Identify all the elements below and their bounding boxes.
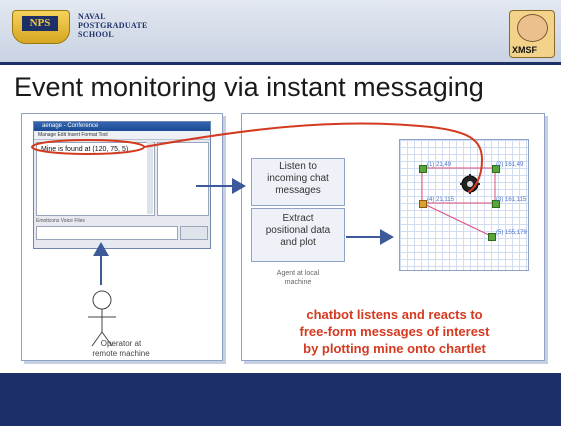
operator-panel: aenage - Conference Manage Edit Insert F… [21,113,223,361]
chat-message: Mine is found at (120, 75, 5) [41,146,129,153]
footer-bar [0,373,561,426]
operator-label-line-2: remote machine [92,349,150,358]
point-label-3: (3) 161,115 [496,197,527,203]
agent-label: Agent at local machine [251,269,345,287]
listen-line-3: messages [275,185,321,196]
caption-line-1: chatbot listens and reacts to [306,307,483,322]
point-label-2: (2) 161,49 [496,162,524,168]
school-line-1: NAVAL [78,12,106,21]
point-marker-5 [488,233,496,241]
chat-window: aenage - Conference Manage Edit Insert F… [33,121,211,249]
school-name: NAVAL POSTGRADUATE SCHOOL [78,12,148,39]
operator-label: Operator at remote machine [56,339,186,359]
school-line-2: POSTGRADUATE [78,21,148,30]
xmsf-logo: XMSF [509,10,555,58]
chat-toolbar: Emoticons Voice Files [36,218,85,224]
listen-box: Listen to incoming chat messages [251,158,345,206]
listen-line-2: incoming chat [267,173,329,184]
caption: chatbot listens and reacts to free-form … [252,306,537,357]
point-label-1: (1) 21,49 [427,162,452,168]
agent-label-line-2: machine [284,279,312,286]
nps-logo: NPS [12,10,70,44]
extract-line-1: Extract [282,213,314,224]
agent-panel: Listen to incoming chat messages Extract… [241,113,545,361]
chat-history: Mine is found at (120, 75, 5) [36,142,155,216]
mine-icon [460,174,480,194]
listen-line-1: Listen to [279,161,317,172]
school-line-3: SCHOOL [78,30,115,39]
point-label-5: (5) 155,179 [496,230,527,236]
chat-window-title: aenage - Conference [34,122,210,131]
nps-logo-text: NPS [22,16,58,31]
point-marker-4 [419,200,427,208]
send-button [180,226,208,240]
header-banner: NPS NAVAL POSTGRADUATE SCHOOL XMSF [0,0,561,62]
chat-window-menu: Manage Edit Insert Format Tool [34,131,210,140]
caption-line-2: free-form messages of interest [299,324,490,339]
point-label-4: (4) 21,115 [427,197,454,203]
agent-label-line-1: Agent at local [276,270,320,277]
extract-line-2: positional data [265,225,331,236]
extract-box: Extract positional data and plot [251,208,345,262]
header-divider [0,62,561,65]
point-marker-3 [492,200,500,208]
chat-input [36,226,178,240]
point-marker-2 [492,165,500,173]
caption-line-3: by plotting mine onto chartlet [303,341,486,356]
point-marker-1 [419,165,427,173]
extract-line-3: and plot [280,237,316,248]
xmsf-logo-text: XMSF [512,45,538,55]
participant-list [157,142,209,216]
operator-figure-icon [88,290,116,347]
operator-label-line-1: Operator at [100,339,142,348]
chartlet: (1) 21,49 (2) 161,49 (4) 21,115 (3) 161,… [399,139,529,271]
slide-title: Event monitoring via instant messaging [14,72,484,102]
xmsf-face-icon [517,14,548,42]
chat-scrollbar [147,142,153,214]
